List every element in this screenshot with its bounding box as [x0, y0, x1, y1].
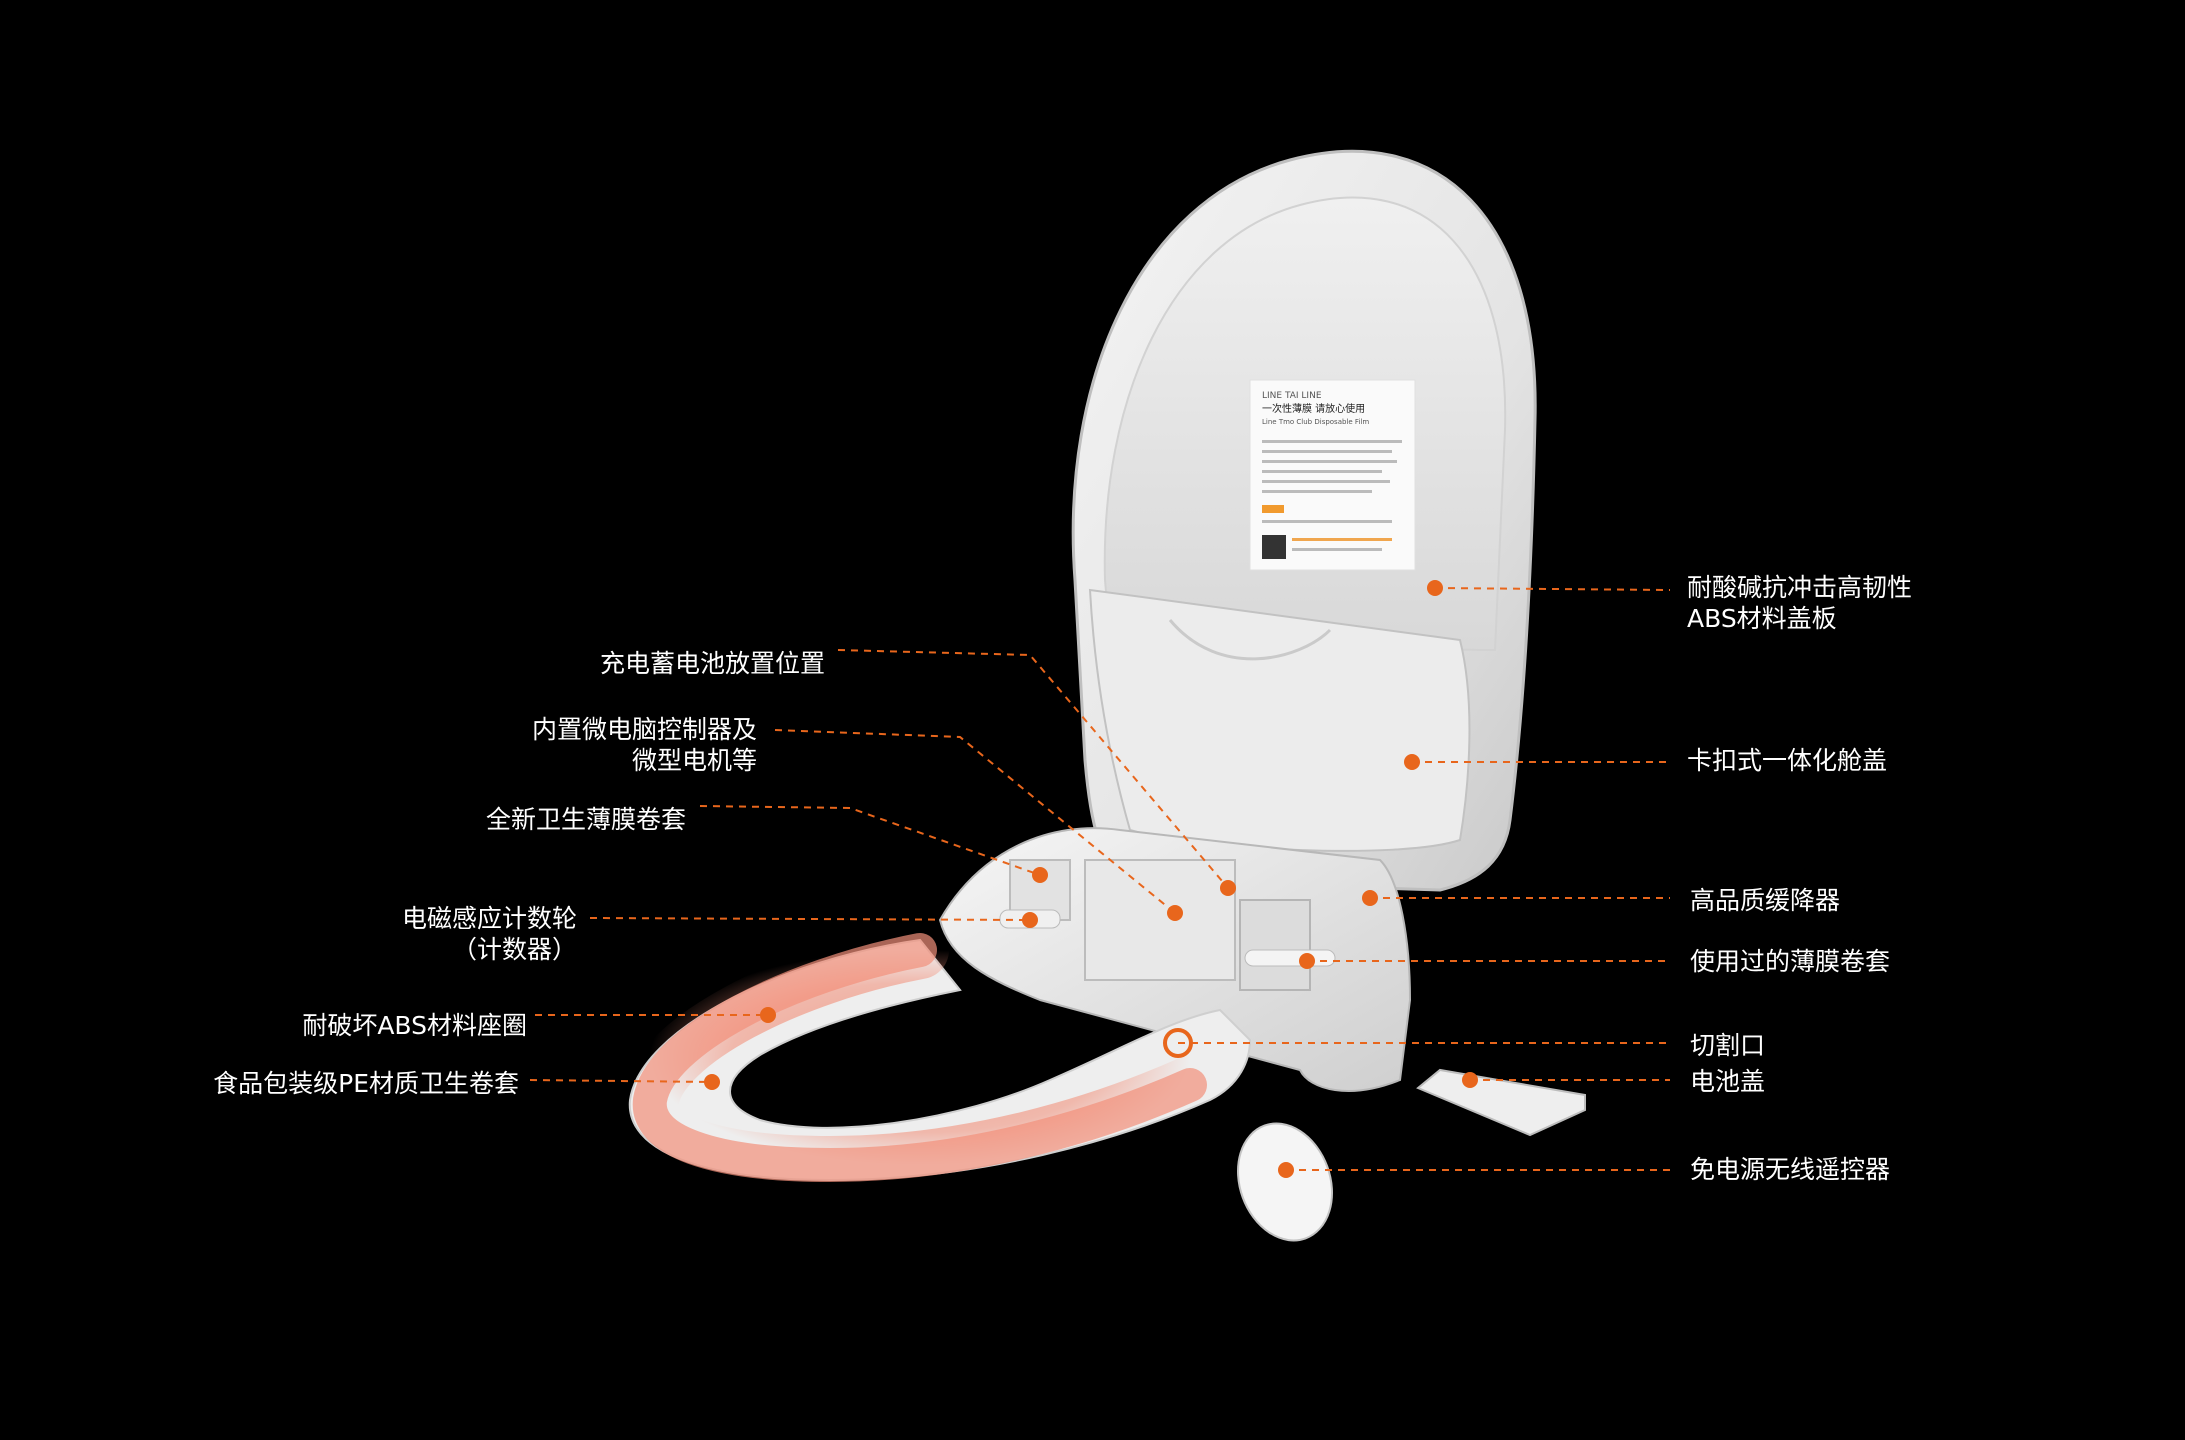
callout-dot-used-film: [1299, 953, 1315, 969]
callout-text: 耐酸碱抗冲击高韧性: [1687, 573, 1913, 602]
callout-text: ABS材料盖板: [1687, 604, 1837, 633]
callout-text: 耐破坏ABS材料座圈: [302, 1011, 527, 1040]
battery-cover-shape: [1416, 1068, 1586, 1137]
leader-line-counter: [589, 917, 1031, 921]
product-card-line: LINE TAI LINE: [1262, 391, 1322, 401]
callout-dot-lid: [1427, 580, 1443, 596]
leader-line-lid: [1434, 587, 1671, 591]
callout-label-new-film: 全新卫生薄膜卷套: [486, 804, 686, 835]
callout-label-damper: 高品质缓降器: [1690, 885, 1840, 916]
callout-label-remote: 免电源无线遥控器: [1690, 1154, 1890, 1185]
callout-label-battery-cover: 电池盖: [1690, 1066, 1765, 1097]
callout-dot-cabin-cover: [1404, 754, 1420, 770]
leader-line-charge: [837, 649, 1229, 889]
callout-dot-pe-sleeve: [704, 1074, 720, 1090]
product-card: LINE TAI LINE 一次性薄膜 请放心使用 Line Tmo Club …: [1249, 379, 1416, 571]
callout-text: （计数器）: [451, 935, 577, 964]
callout-dot-damper: [1362, 890, 1378, 906]
base-housing: [938, 827, 1412, 1092]
seat-ring-shape: [620, 921, 1252, 1195]
callout-text: 高品质缓降器: [1690, 886, 1841, 915]
callout-label-seat-ring: 耐破坏ABS材料座圈: [302, 1010, 527, 1041]
callout-dot-counter: [1022, 912, 1038, 928]
callout-dot-remote: [1278, 1162, 1294, 1178]
remote-shape: [1236, 1122, 1334, 1242]
callout-text: 全新卫生薄膜卷套: [485, 805, 686, 834]
callout-text: 内置微电脑控制器及: [531, 715, 757, 744]
callout-label-cabin-cover: 卡扣式一体化舱盖: [1687, 745, 1887, 776]
callout-text: 切割口: [1690, 1031, 1766, 1060]
callout-dot-battery-cover: [1462, 1072, 1478, 1088]
callout-text: 电磁感应计数轮: [401, 904, 577, 933]
callout-text: 卡扣式一体化舱盖: [1687, 746, 1888, 775]
leader-line-controller: [774, 729, 1176, 914]
callout-dot-cutter: [1163, 1028, 1193, 1058]
product-card-line: Line Tmo Club Disposable Film: [1262, 418, 1369, 426]
callout-label-controller: 内置微电脑控制器及微型电机等: [532, 714, 757, 776]
callout-label-counter: 电磁感应计数轮（计数器）: [402, 903, 577, 965]
product-card-line: 一次性薄膜 请放心使用: [1262, 402, 1365, 415]
callout-label-charge: 充电蓄电池放置位置: [600, 648, 825, 679]
callout-label-pe-sleeve: 食品包装级PE材质卫生卷套: [213, 1068, 519, 1099]
callout-text: 充电蓄电池放置位置: [599, 649, 825, 678]
callout-text: 电池盖: [1690, 1067, 1766, 1096]
callout-dot-charge: [1220, 880, 1236, 896]
callout-text: 使用过的薄膜卷套: [1690, 947, 1891, 976]
callout-text: 微型电机等: [631, 746, 757, 775]
callout-dot-new-film: [1032, 867, 1048, 883]
callout-dot-seat-ring: [760, 1007, 776, 1023]
callout-text: 免电源无线遥控器: [1690, 1155, 1891, 1184]
callout-dot-controller: [1167, 905, 1183, 921]
callout-text: 食品包装级PE材质卫生卷套: [213, 1069, 519, 1098]
callout-label-cutter: 切割口: [1690, 1030, 1765, 1061]
leader-line-pe-sleeve: [529, 1079, 713, 1083]
callout-label-used-film: 使用过的薄膜卷套: [1690, 946, 1890, 977]
